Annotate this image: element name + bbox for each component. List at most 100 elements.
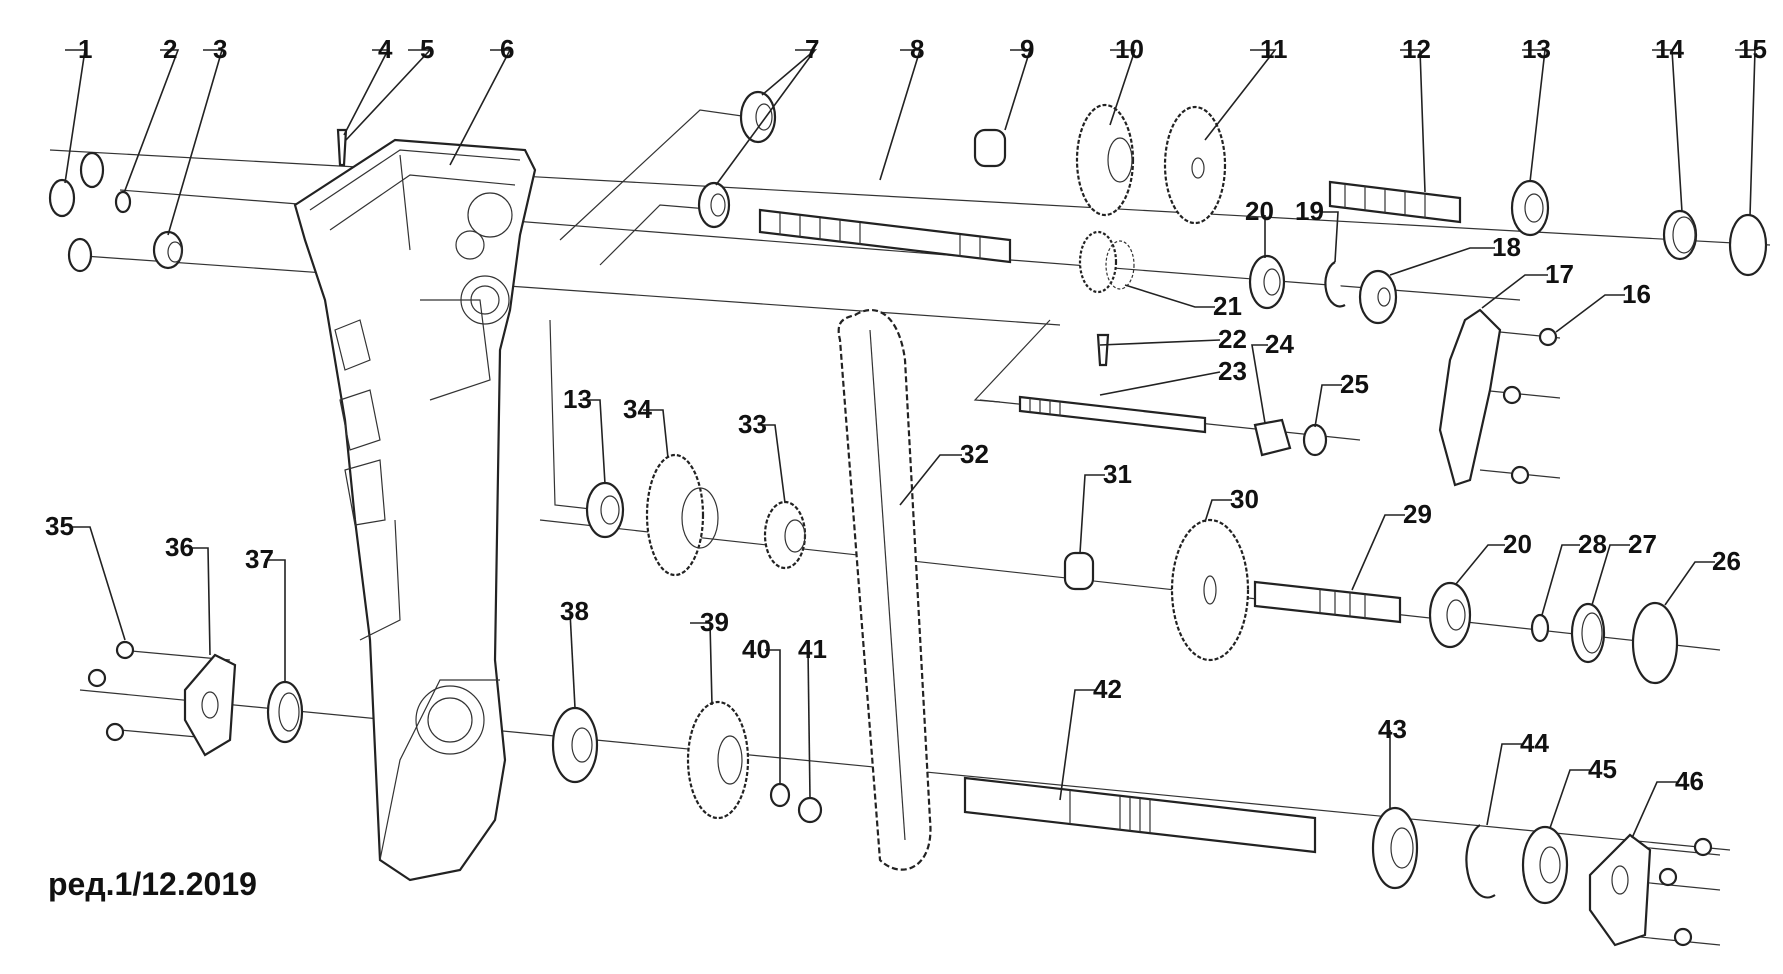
callout-37: 37 [245, 544, 274, 574]
gearbox-housing [293, 138, 537, 882]
part-24 [1253, 418, 1292, 457]
part-41-nut [797, 796, 823, 824]
part-4 [336, 128, 348, 167]
part-1c [67, 237, 93, 273]
callout-1: 1 [78, 34, 92, 64]
callout-13: 13 [1522, 34, 1551, 64]
part-17-cover [1438, 308, 1502, 487]
part-46-bolts [1658, 837, 1713, 947]
part-2 [114, 190, 132, 214]
callout-28: 28 [1578, 529, 1607, 559]
callout-40: 40 [742, 634, 771, 664]
callout-26: 26 [1712, 546, 1741, 576]
callout-17: 17 [1545, 259, 1574, 289]
part-46-cover [1588, 833, 1652, 947]
revision-label: ред.1/12.2019 [48, 866, 257, 902]
part-34-gear [645, 453, 719, 577]
part-1 [48, 178, 76, 218]
part-45-seal [1521, 825, 1569, 905]
part-32-chain [837, 308, 932, 871]
callout-30: 30 [1230, 484, 1259, 514]
part-36-cover [183, 653, 237, 757]
part-44-circlip [1465, 824, 1496, 899]
callout-8: 8 [910, 34, 924, 64]
part-11-gear [1163, 105, 1227, 225]
callout-38: 38 [560, 596, 589, 626]
callout-32: 32 [960, 439, 989, 469]
callout-12: 12 [1402, 34, 1431, 64]
callout-31: 31 [1103, 459, 1132, 489]
callout-34: 34 [623, 394, 652, 424]
callout-11: 11 [1260, 34, 1288, 64]
callout-2: 2 [163, 34, 177, 64]
callout-22: 22 [1218, 324, 1247, 354]
part-28 [1530, 613, 1550, 643]
part-31 [1063, 551, 1095, 591]
callout-14: 14 [1655, 34, 1684, 64]
callout-42: 42 [1093, 674, 1122, 704]
part-21-gear [1078, 230, 1135, 294]
part-42-shaft [963, 776, 1317, 854]
callout-13b: 13 [563, 384, 592, 414]
part-15 [1728, 213, 1768, 277]
part-35-bolts [87, 640, 135, 742]
leader-lines [64, 49, 1756, 839]
part-20 [1248, 254, 1286, 310]
part-7 [739, 90, 777, 144]
part-19-circlip [1324, 261, 1346, 308]
part-39-sprocket [686, 700, 750, 820]
callout-labels: 1 2 3 4 5 6 7 8 9 10 11 12 13 14 15 16 1… [45, 34, 1767, 796]
callout-4: 4 [378, 34, 393, 64]
callout-41: 41 [798, 634, 827, 664]
callout-29: 29 [1403, 499, 1432, 529]
callout-36: 36 [165, 532, 194, 562]
part-9 [973, 128, 1007, 168]
callout-21: 21 [1213, 291, 1242, 321]
callout-6: 6 [500, 34, 514, 64]
callout-16: 16 [1622, 279, 1651, 309]
part-18 [1358, 269, 1398, 325]
part-1b [79, 151, 105, 189]
callout-10: 10 [1115, 34, 1144, 64]
callout-7: 7 [805, 34, 819, 64]
parts [48, 90, 1768, 947]
callout-46: 46 [1675, 766, 1704, 796]
part-37-seal [266, 680, 304, 744]
part-40-washer [769, 782, 791, 808]
part-33-sprocket [763, 500, 807, 570]
part-10-gear [1075, 103, 1135, 217]
callout-25: 25 [1340, 369, 1369, 399]
part-13b [585, 481, 625, 539]
part-29-shaft [1253, 580, 1402, 624]
part-38-bearing [551, 706, 599, 784]
part-43-bearing [1371, 806, 1419, 890]
callout-27: 27 [1628, 529, 1657, 559]
part-22-bolt [1096, 333, 1110, 367]
callout-43: 43 [1378, 714, 1407, 744]
part-30-gear [1170, 518, 1250, 662]
callout-23: 23 [1218, 356, 1247, 386]
callout-24: 24 [1265, 329, 1294, 359]
part-16-bolts [1502, 327, 1558, 485]
callout-20: 20 [1245, 196, 1274, 226]
callout-3: 3 [213, 34, 227, 64]
callout-39: 39 [700, 607, 729, 637]
part-26 [1631, 601, 1679, 685]
callout-33: 33 [738, 409, 767, 439]
callout-5: 5 [420, 34, 434, 64]
part-12-shaft [1328, 180, 1462, 224]
part-23-rod [1018, 395, 1207, 434]
part-20b [1428, 581, 1472, 649]
part-25 [1302, 423, 1328, 457]
callout-45: 45 [1588, 754, 1617, 784]
callout-44: 44 [1520, 728, 1549, 758]
part-13 [1510, 179, 1550, 237]
part-27 [1570, 602, 1606, 664]
part-7b [697, 181, 731, 229]
part-3 [152, 230, 184, 270]
callout-35: 35 [45, 511, 74, 541]
callout-9: 9 [1020, 34, 1034, 64]
part-14 [1662, 209, 1698, 261]
callout-20b: 20 [1503, 529, 1532, 559]
